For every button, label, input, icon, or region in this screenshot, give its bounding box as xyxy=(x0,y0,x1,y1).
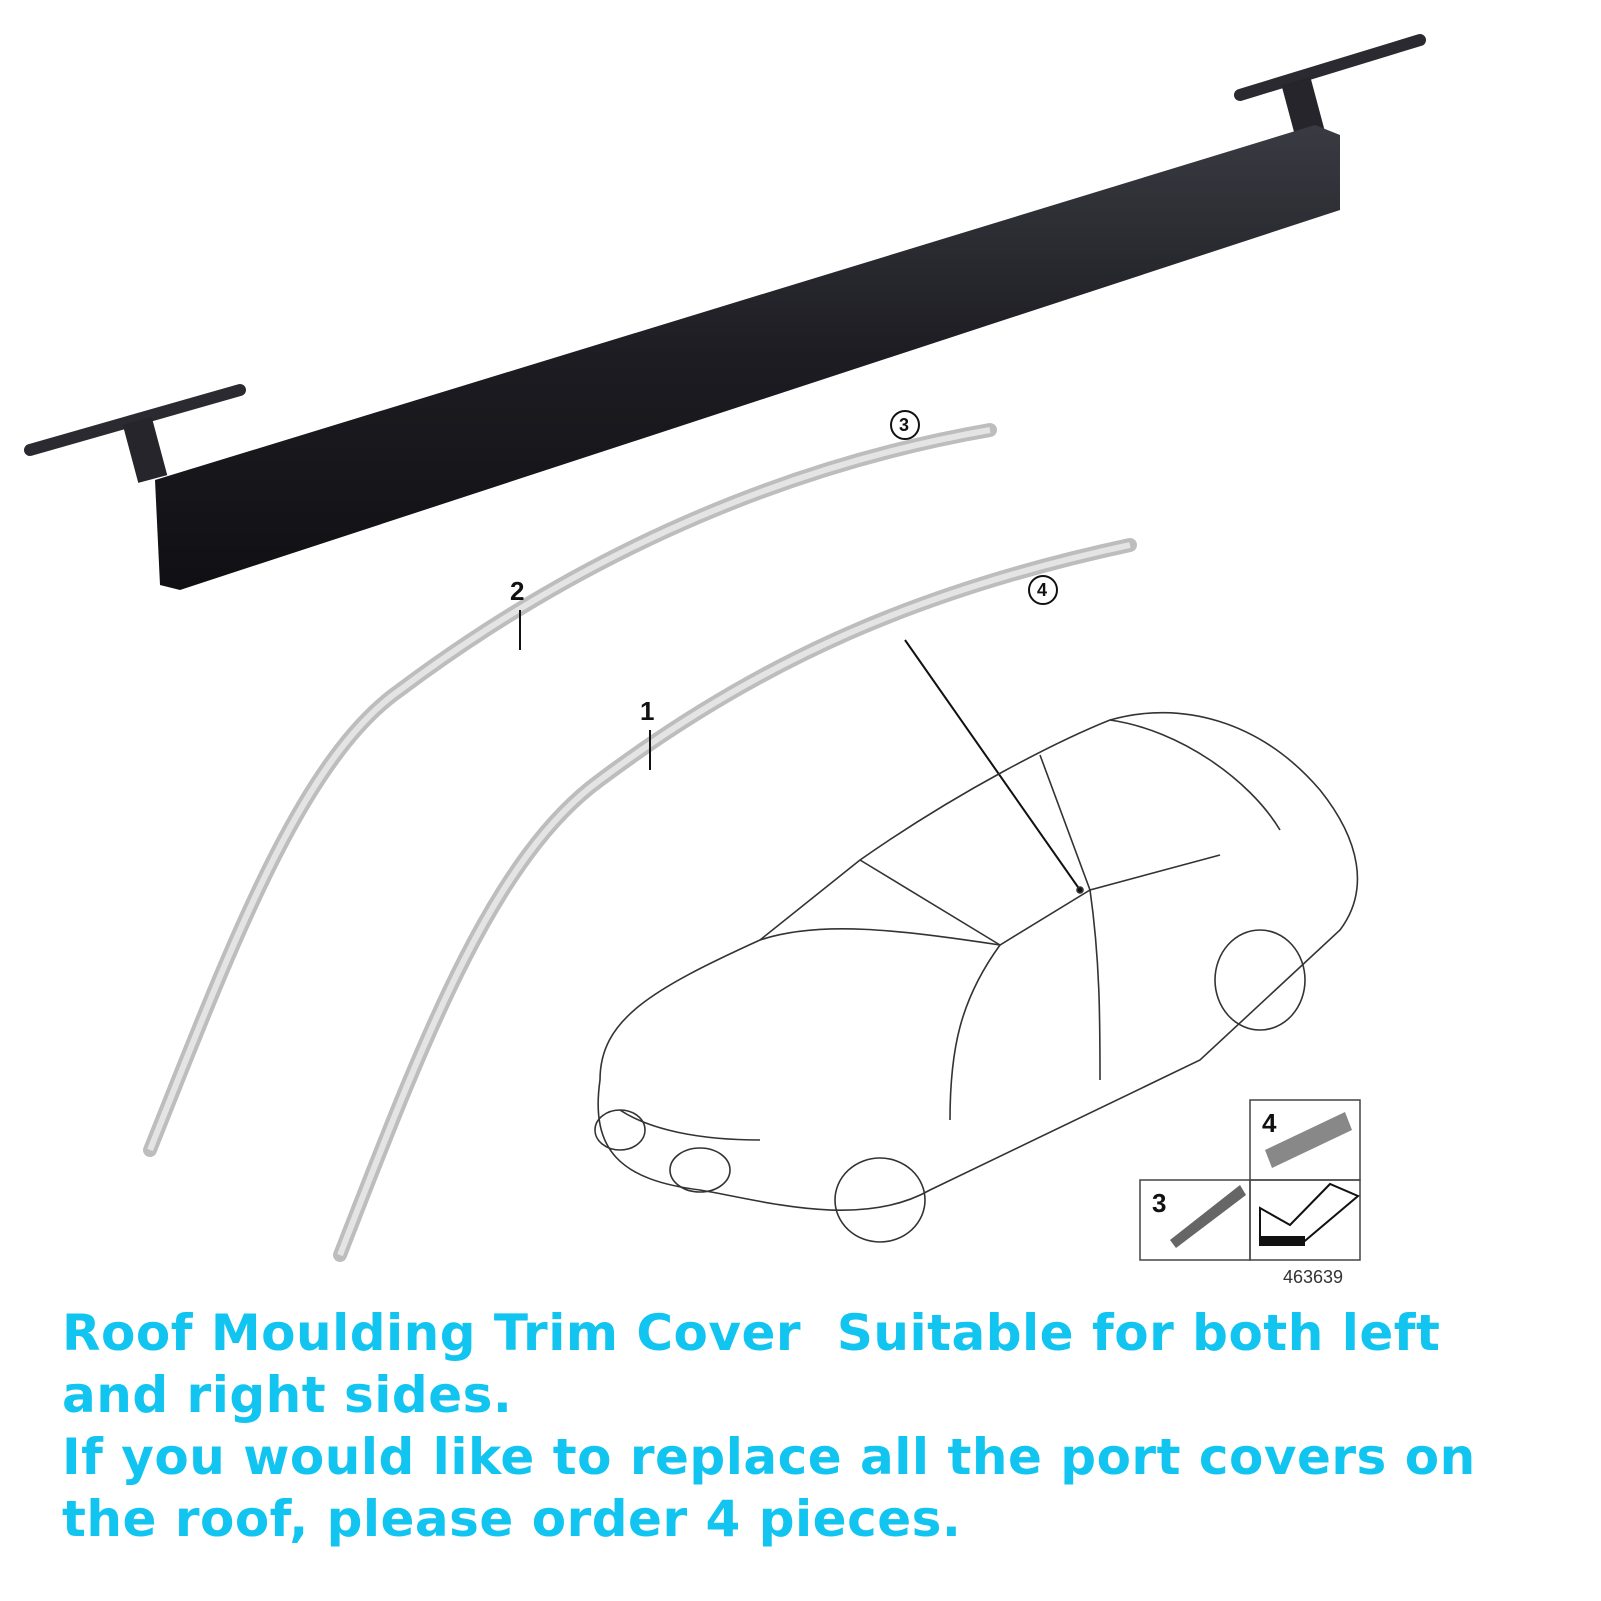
caption-line-1: Roof Moulding Trim Cover Suitable for bo… xyxy=(62,1304,1459,1424)
callout-lines xyxy=(519,410,1081,891)
inset-diagram xyxy=(1139,1099,1361,1261)
part-label-2: 2 xyxy=(510,576,524,606)
part-label-3: 3 xyxy=(899,415,909,435)
inset-label-4: 4 xyxy=(1262,1108,1277,1138)
moulding-strip-2-highlight xyxy=(147,427,991,1152)
caption-line-2: If you would like to replace all the por… xyxy=(62,1428,1494,1548)
car-outline-diagram xyxy=(594,711,1359,1243)
part-label-1: 1 xyxy=(640,696,654,726)
moulding-strip-1-highlight xyxy=(337,542,1131,1257)
roof-moulding-strips xyxy=(143,423,1137,1262)
trim-cover-product xyxy=(24,34,1426,590)
product-caption: Roof Moulding Trim Cover Suitable for bo… xyxy=(62,1302,1562,1550)
diagram-reference-number: 463639 xyxy=(1283,1267,1343,1287)
part-label-4: 4 xyxy=(1037,580,1047,600)
inset-label-3: 3 xyxy=(1152,1188,1166,1218)
